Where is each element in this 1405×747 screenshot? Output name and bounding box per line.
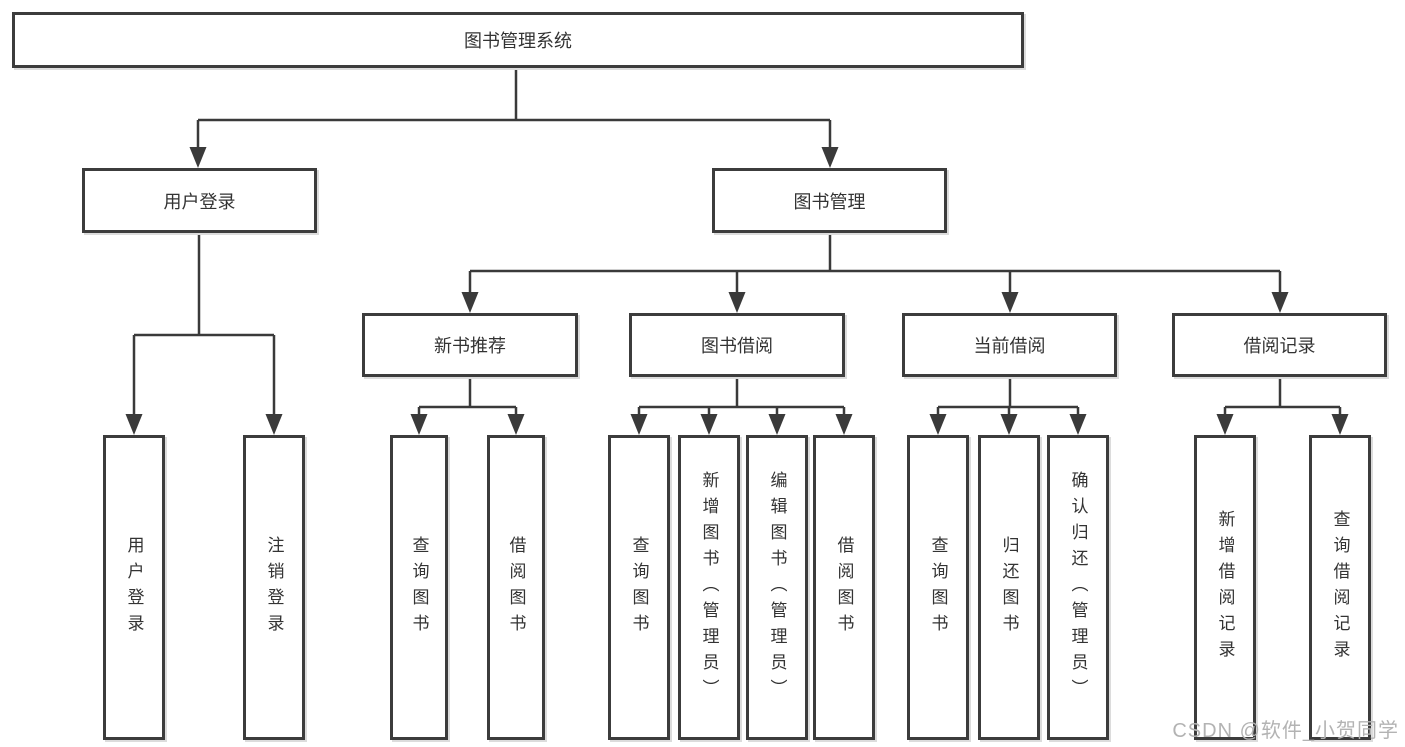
leaf-records-query: 查询借阅记录 xyxy=(1309,435,1371,740)
leaf-new-books-query: 查询图书 xyxy=(390,435,448,740)
node-label: 查询图书 xyxy=(409,535,429,640)
node-label: 用户登录 xyxy=(163,191,236,212)
connector-current-borrowing-to-leaves xyxy=(936,377,1080,415)
node-label: 借阅图书 xyxy=(506,535,526,640)
node-label: 注销登录 xyxy=(264,535,284,640)
node-borrow-records: 借阅记录 xyxy=(1172,313,1387,377)
arrowhead-icon xyxy=(189,147,207,168)
node-label: 新增图书（管理员） xyxy=(699,470,719,705)
leaf-current-return: 归还图书 xyxy=(978,435,1040,740)
node-label: 编辑图书（管理员） xyxy=(767,470,787,705)
leaf-logout: 注销登录 xyxy=(243,435,305,740)
arrowhead-icon xyxy=(1271,292,1289,313)
connector-new-books-to-leaves xyxy=(417,377,518,415)
arrowhead-icon xyxy=(410,414,428,435)
node-label: 当前借阅 xyxy=(973,336,1046,356)
node-label: 新书推荐 xyxy=(434,336,506,356)
node-book-borrowing: 图书借阅 xyxy=(629,313,845,377)
node-label: 借阅记录 xyxy=(1243,336,1316,356)
arrowhead-icon xyxy=(630,414,648,435)
arrowhead-icon xyxy=(728,292,746,313)
arrowhead-icon xyxy=(1069,414,1087,435)
leaf-borrowing-edit-admin: 编辑图书（管理员） xyxy=(746,435,808,740)
leaf-current-confirm-return-admin: 确认归还（管理员） xyxy=(1047,435,1109,740)
arrowhead-icon xyxy=(835,414,853,435)
node-label: 查询图书 xyxy=(629,535,649,640)
node-new-book-recommend: 新书推荐 xyxy=(362,313,578,377)
arrowhead-icon xyxy=(1216,414,1234,435)
arrowhead-icon xyxy=(1001,292,1019,313)
node-label: 图书借阅 xyxy=(701,336,773,356)
connector-book-borrowing-to-leaves xyxy=(637,377,846,415)
leaf-borrowing-borrow: 借阅图书 xyxy=(813,435,875,740)
connector-book-mgmt-to-level2 xyxy=(468,233,1282,293)
arrowhead-icon xyxy=(461,292,479,313)
arrowhead-icon xyxy=(768,414,786,435)
arrowhead-icon xyxy=(125,414,143,435)
leaf-borrowing-query: 查询图书 xyxy=(608,435,670,740)
node-label: 借阅图书 xyxy=(834,535,854,640)
node-user-login: 用户登录 xyxy=(82,168,317,233)
node-label: 图书管理系统 xyxy=(464,31,572,51)
connector-borrow-records-to-leaves xyxy=(1223,377,1342,415)
arrowhead-icon xyxy=(929,414,947,435)
node-label: 新增借阅记录 xyxy=(1215,509,1235,666)
connector-root-to-level1 xyxy=(196,68,832,148)
arrowhead-icon xyxy=(700,414,718,435)
node-label: 用户登录 xyxy=(124,535,144,640)
leaf-user-login: 用户登录 xyxy=(103,435,165,740)
node-label: 查询借阅记录 xyxy=(1330,509,1350,666)
arrowhead-icon xyxy=(507,414,525,435)
leaf-records-add: 新增借阅记录 xyxy=(1194,435,1256,740)
node-label: 查询图书 xyxy=(928,535,948,640)
arrowhead-icon xyxy=(265,414,283,435)
leaf-new-books-borrow: 借阅图书 xyxy=(487,435,545,740)
node-label: 确认归还（管理员） xyxy=(1068,470,1088,705)
arrowhead-icon xyxy=(1331,414,1349,435)
leaf-current-query: 查询图书 xyxy=(907,435,969,740)
node-current-borrowing: 当前借阅 xyxy=(902,313,1117,377)
arrowhead-icon xyxy=(1000,414,1018,435)
node-root: 图书管理系统 xyxy=(12,12,1024,68)
arrowhead-icon xyxy=(821,147,839,168)
watermark: CSDN @软件_小贺同学 xyxy=(1172,720,1399,742)
node-book-management: 图书管理 xyxy=(712,168,947,233)
leaf-borrowing-add-admin: 新增图书（管理员） xyxy=(678,435,740,740)
connector-user-login-to-leaves xyxy=(132,233,276,415)
node-label: 归还图书 xyxy=(999,535,1019,640)
node-label: 图书管理 xyxy=(793,191,866,212)
